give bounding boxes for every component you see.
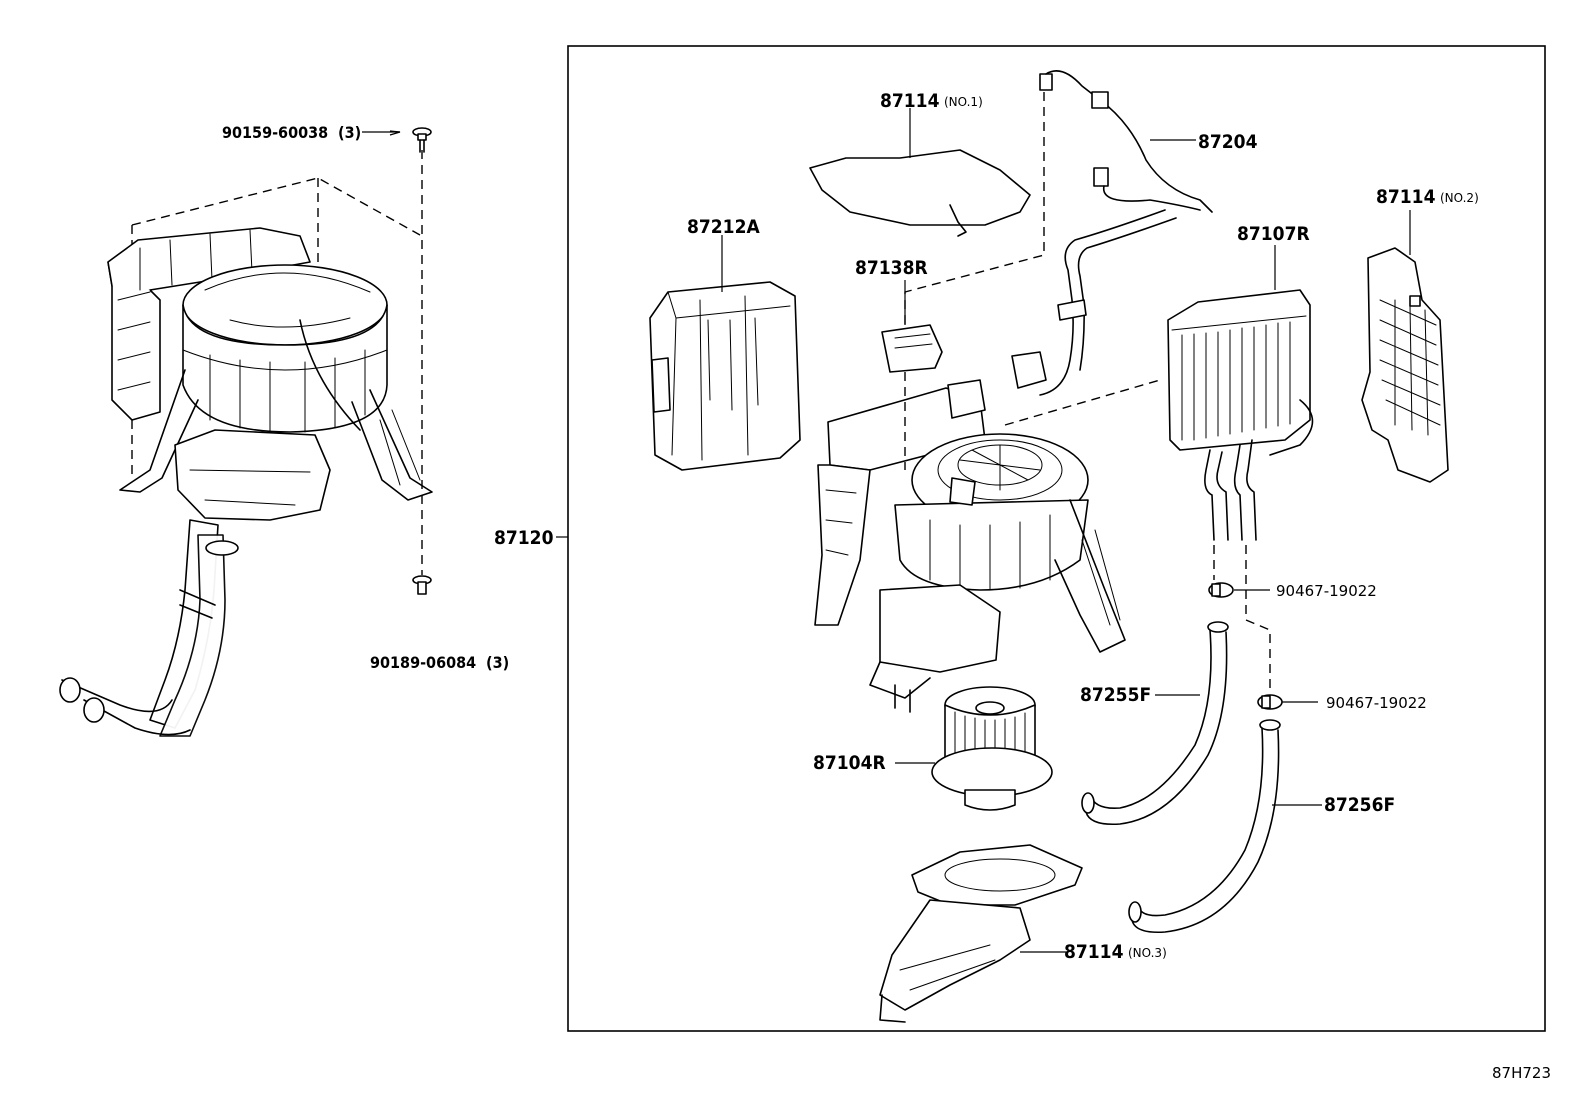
diagram-code: 87H723	[1492, 1064, 1551, 1082]
duct-no2-part	[1361, 247, 1449, 483]
blower-motor-part	[931, 686, 1053, 811]
clamp-icon	[1257, 694, 1283, 710]
clip-icon	[412, 575, 432, 595]
label-hose-a: 87255F	[1080, 684, 1151, 706]
hose-87256f-part	[1128, 719, 1281, 934]
label-clamp-a: 90467-19022	[1276, 582, 1377, 600]
exploded-view-frame	[567, 45, 1546, 1032]
label-assembly: 87120	[494, 527, 554, 549]
wire-harness-part	[1011, 70, 1213, 396]
label-clamp-b: 90467-19022	[1326, 694, 1427, 712]
label-cover-no1: 87114	[880, 90, 940, 112]
cover-no1-part	[809, 149, 1031, 237]
label-case-panel: 87212A	[687, 216, 760, 238]
blower-case-part	[814, 379, 1126, 713]
resistor-part	[881, 324, 943, 373]
label-hose-b: 87256F	[1324, 794, 1395, 816]
label-heater-core: 87107R	[1237, 223, 1310, 245]
label-bolt-top-qty: (3)	[338, 123, 361, 142]
label-duct-no3-sub: (NO.3)	[1128, 946, 1167, 960]
label-bolt-top-number: 90159-60038	[222, 123, 328, 142]
duct-no3-part	[879, 844, 1083, 1023]
label-cover-no1-sub: (NO.1)	[944, 95, 983, 109]
label-wire-harness: 87204	[1198, 131, 1258, 153]
clamp-icon	[1208, 582, 1234, 598]
label-resistor: 87138R	[855, 257, 928, 279]
label-bolt-bottom-qty: (3)	[486, 653, 509, 672]
label-bolt-bottom-number: 90189-06084	[370, 653, 476, 672]
assembled-blower-unit	[59, 150, 433, 737]
heater-core-part	[1167, 289, 1314, 541]
label-blower-motor: 87104R	[813, 752, 886, 774]
hose-87255f-part	[1081, 621, 1229, 826]
bolt-icon	[412, 127, 432, 153]
case-panel-part	[649, 281, 801, 471]
label-duct-no2-sub: (NO.2)	[1440, 191, 1479, 205]
label-duct-no3: 87114	[1064, 941, 1124, 963]
label-duct-no2: 87114	[1376, 186, 1436, 208]
